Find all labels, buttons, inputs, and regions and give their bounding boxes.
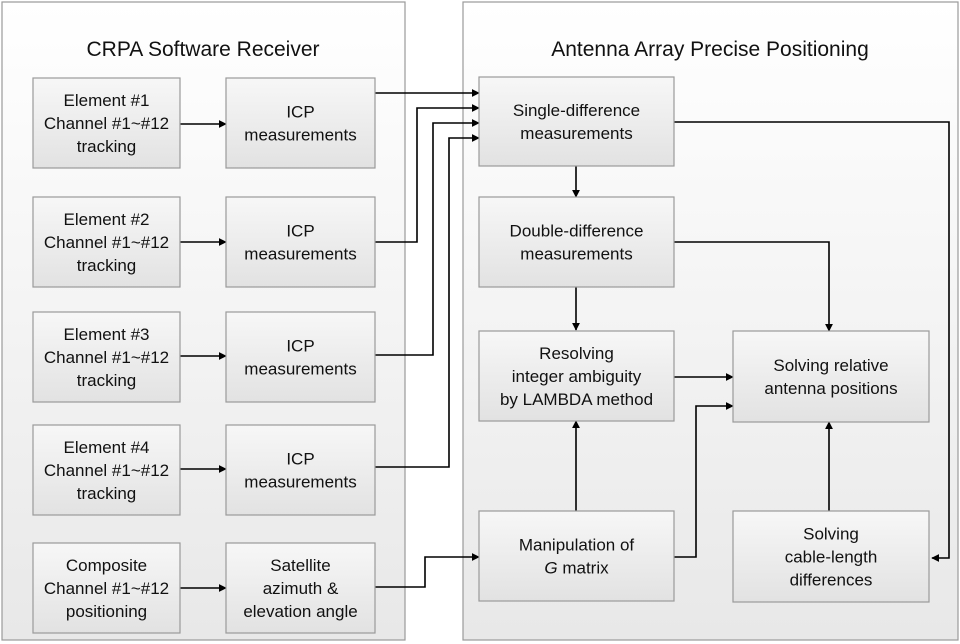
arrow-satellite-to-manipulation [375,553,480,588]
solving-positions-box-label-line-1: Solving relative [773,356,888,375]
manipulation-box-label-line-2: G matrix [544,559,609,578]
icp-1-box-label-line-1: ICP [286,103,314,122]
icp-2-box: ICP measurements [225,196,376,288]
solving-cable-box-label-line-3: differences [790,571,873,590]
element-1-box-frame [32,77,181,169]
solving-positions-box: Solving relative antenna positions [732,330,930,423]
element-1-box-label-line-3: tracking [77,137,137,156]
solving-cable-box-label-line-2: cable-length [785,548,878,567]
element-3-box-label-line-1: Element #3 [64,325,150,344]
satellite-angle-box-label-line-2: azimuth & [263,579,339,598]
resolving-ambiguity-box-label-line-1: Resolving [539,344,614,363]
composite-box-label-line-1: Composite [66,556,147,575]
element-2-box: Element #2 Channel #1~#12 tracking [32,196,181,288]
element-3-box: Element #3 Channel #1~#12 tracking [32,311,181,403]
element-1-box: Element #1 Channel #1~#12 tracking [32,77,181,169]
resolving-ambiguity-box-label-line-3: by LAMBDA method [500,390,653,409]
icp-3-box-frame [225,311,376,403]
element-4-box-label-line-2: Channel #1~#12 [44,461,169,480]
composite-box-frame [32,542,181,634]
arrow-manipulation-to-solving-pos [674,402,734,558]
solving-positions-box-frame [732,330,930,423]
resolving-ambiguity-box-frame [478,330,675,422]
composite-box-label-line-2: Channel #1~#12 [44,579,169,598]
single-difference-box-label-line-1: Single-difference [513,101,640,120]
satellite-angle-box-label-line-1: Satellite [270,556,330,575]
element-3-box-label-line-3: tracking [77,371,137,390]
element-3-box-label-line-2: Channel #1~#12 [44,348,169,367]
satellite-angle-box-frame [225,542,376,634]
double-difference-box-label-line-2: measurements [520,245,632,264]
satellite-angle-box-label-line-3: elevation angle [243,602,357,621]
element-4-box-label-line-1: Element #4 [64,438,150,457]
single-difference-box: Single-difference measurements [478,76,675,167]
solving-cable-box-label-line-1: Solving [803,525,859,544]
element-2-box-label-line-1: Element #2 [64,210,150,229]
icp-1-box-label-line-2: measurements [244,126,356,145]
icp-1-box-frame [225,77,376,169]
icp-4-box-label-line-2: measurements [244,473,356,492]
element-3-box-frame [32,311,181,403]
crpa-panel-title: CRPA Software Receiver [86,38,319,61]
satellite-angle-box: Satellite azimuth & elevation angle [225,542,376,634]
icp-4-box: ICP measurements [225,424,376,516]
icp-2-box-label-line-1: ICP [286,222,314,241]
icp-3-box-label-line-2: measurements [244,360,356,379]
arrow-icp2-to-single-diff [375,104,480,243]
icp-4-box-frame [225,424,376,516]
connectors [180,89,950,592]
solving-positions-box-label-line-2: antenna positions [764,379,897,398]
double-difference-box: Double-difference measurements [478,196,675,288]
element-4-box-frame [32,424,181,516]
solving-cable-box-frame [732,510,930,603]
double-difference-box-label-line-1: Double-difference [510,222,644,241]
positioning-panel-title: Antenna Array Precise Positioning [551,38,869,61]
icp-1-box: ICP measurements [225,77,376,169]
icp-3-box: ICP measurements [225,311,376,403]
resolving-ambiguity-box: Resolving integer ambiguity by LAMBDA meth… [478,330,675,422]
single-difference-box-label-line-2: measurements [520,124,632,143]
manipulation-box: Manipulation of G matrix [478,510,675,602]
element-4-box: Element #4 Channel #1~#12 tracking [32,424,181,516]
arrow-icp3-to-single-diff [375,119,480,356]
icp-4-box-label-line-1: ICP [286,450,314,469]
manipulation-box-label-line-1: Manipulation of [519,536,635,555]
icp-3-box-label-line-1: ICP [286,337,314,356]
resolving-ambiguity-box-label-line-2: integer ambiguity [512,367,642,386]
element-1-box-label-line-1: Element #1 [64,91,150,110]
arrow-double-to-solving-pos [674,241,833,332]
element-4-box-label-line-3: tracking [77,484,137,503]
icp-2-box-label-line-2: measurements [244,245,356,264]
composite-box-label-line-3: positioning [66,602,147,621]
solving-cable-box: Solving cable-length differences [732,510,930,603]
element-2-box-label-line-2: Channel #1~#12 [44,233,169,252]
element-2-box-label-line-3: tracking [77,256,137,275]
arrow-icp4-to-single-diff [375,134,480,468]
double-difference-box-frame [478,196,675,288]
element-1-box-label-line-2: Channel #1~#12 [44,114,169,133]
element-2-box-frame [32,196,181,288]
manipulation-box-frame [478,510,675,602]
icp-2-box-frame [225,196,376,288]
single-difference-box-frame [478,76,675,167]
arrow-single-diff-to-cable [674,121,950,562]
